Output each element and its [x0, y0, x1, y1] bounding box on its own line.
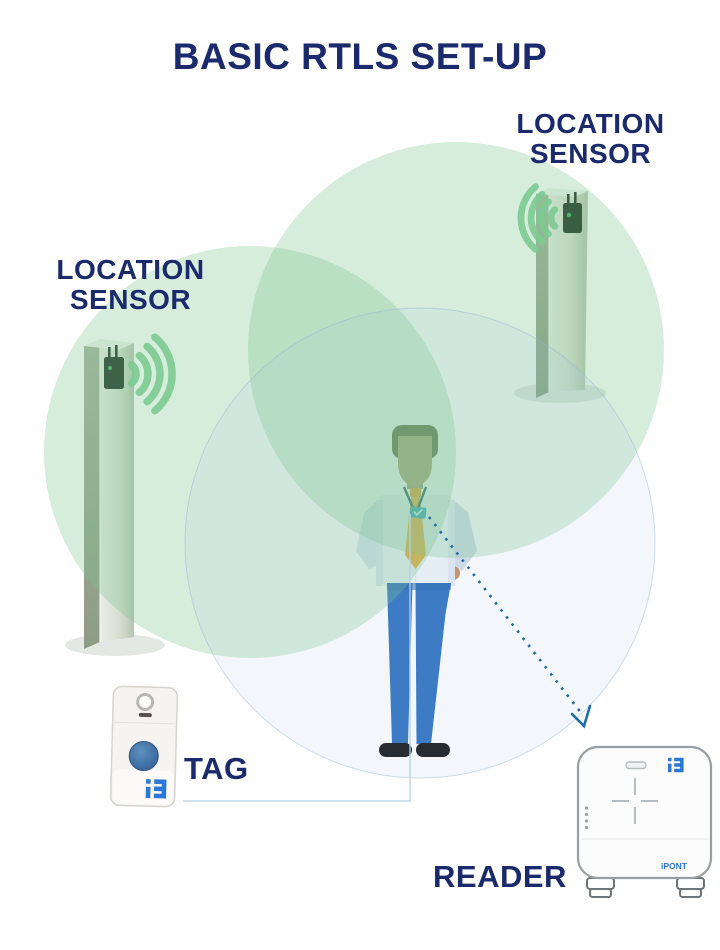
label-reader: READER [433, 859, 567, 894]
left-pillar-front-face [100, 340, 134, 642]
person-shirt-shade-right [448, 500, 455, 586]
person-face [398, 436, 432, 487]
reader-body [576, 745, 713, 880]
left-sensor-pillar [65, 333, 176, 656]
tag-led-slot [138, 712, 152, 718]
left-sensor-antenna-device [104, 345, 124, 389]
person-waistband [387, 583, 451, 590]
ipont-logo-icon [668, 757, 684, 773]
person-tie-knot [410, 488, 421, 497]
label-tag: TAG [184, 751, 249, 786]
label-line: SENSOR [69, 283, 192, 315]
person-badge-tag [409, 506, 427, 519]
reader-device: iPONT [576, 745, 713, 898]
person-left-leg [387, 583, 413, 744]
coverage-circle-left-sensor [44, 246, 456, 658]
tag-callout-line [183, 514, 411, 802]
signal-arrowhead [570, 704, 592, 729]
coverage-circle-right-sensor [248, 142, 664, 558]
right-sensor-pillar [514, 183, 606, 403]
person-figure [356, 425, 477, 757]
reader-feet [586, 877, 705, 898]
wifi-signal-icon [517, 183, 559, 253]
wifi-signal-icon [127, 333, 176, 415]
label-line: SENSOR [529, 137, 652, 169]
person-shirt-shade-left [376, 500, 383, 586]
person-lanyard [402, 486, 428, 509]
right-pillar-front-face [549, 189, 588, 392]
signal-dashed-line [427, 516, 584, 715]
tag-lanyard-hole [136, 693, 155, 712]
tag-device [109, 685, 179, 808]
reader-top-slot [625, 761, 647, 770]
reader-status-dots [584, 806, 589, 830]
label-line: LOCATION [56, 254, 205, 285]
reader-crosshair-icon [612, 778, 658, 824]
left-pillar-top-face [84, 339, 134, 350]
reader-brand-text: iPONT [661, 861, 688, 871]
ipont-logo-icon [145, 779, 167, 799]
person-right-shoe [416, 743, 450, 757]
label-location-sensor-right: LOCATION SENSOR [468, 109, 713, 168]
label-location-sensor-left: LOCATION SENSOR [8, 255, 253, 314]
coverage-circle-reader [184, 307, 656, 779]
left-pillar-side-face [84, 340, 100, 649]
person-left-shoe [379, 743, 412, 757]
label-line: LOCATION [516, 108, 665, 139]
tag-call-button [128, 740, 159, 771]
diagram-title: BASIC RTLS SET-UP [172, 36, 548, 77]
right-sensor-antenna-device [563, 192, 582, 233]
person-right-leg [415, 583, 451, 744]
tag-seam [114, 721, 175, 725]
dashed-arrow-icon [427, 516, 592, 729]
